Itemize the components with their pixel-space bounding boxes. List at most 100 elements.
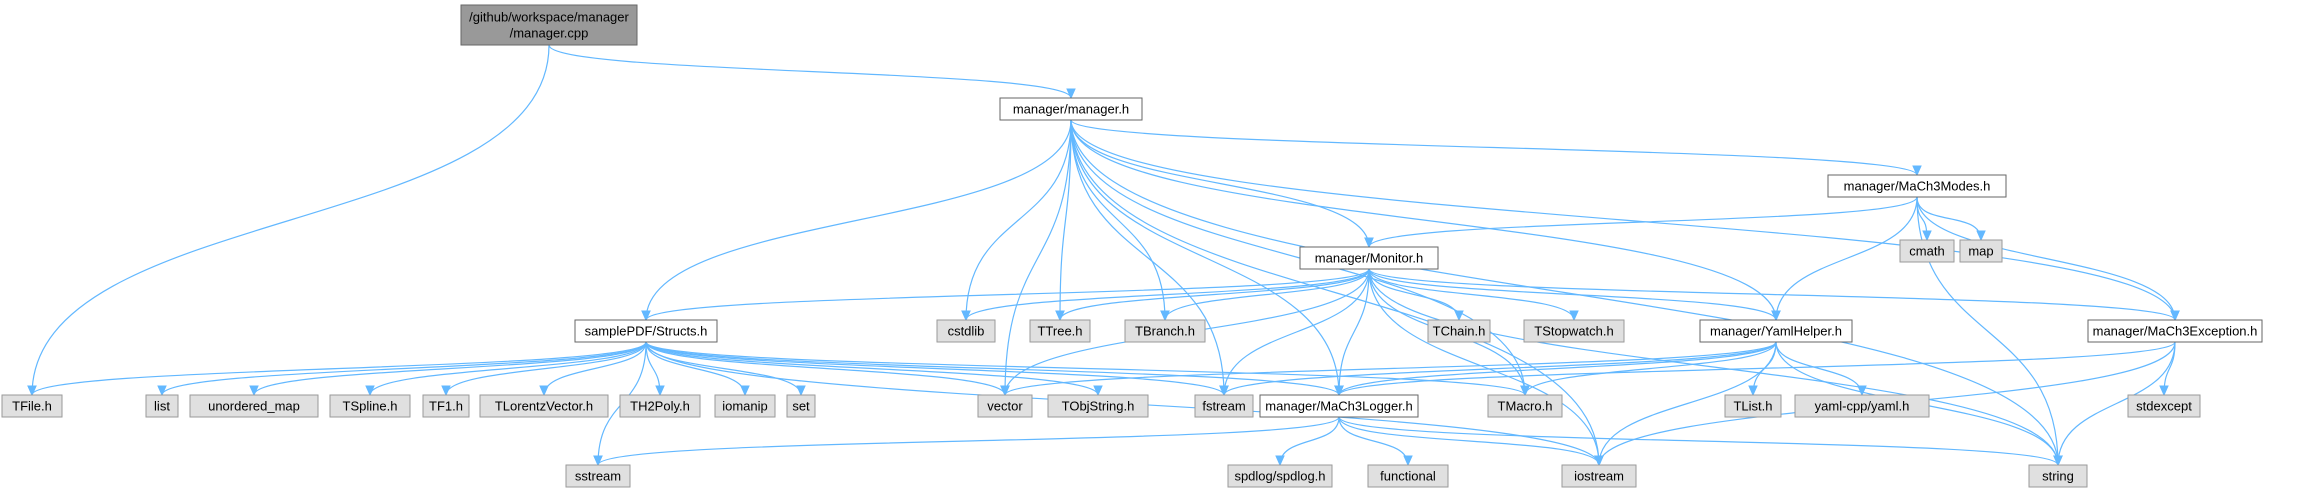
node-yaml-cpp-yaml-h[interactable]: yaml-cpp/yaml.h xyxy=(1794,394,1930,418)
node-label: map xyxy=(1968,244,1993,259)
node-label: manager/MaCh3Modes.h xyxy=(1844,179,1991,194)
node-label: TObjString.h xyxy=(1062,399,1135,414)
edge-modes_h-to-monitor_h xyxy=(1368,196,1918,248)
node-box[interactable] xyxy=(1724,394,1782,418)
node-iomanip[interactable]: iomanip xyxy=(714,394,776,418)
node-set[interactable]: set xyxy=(786,394,816,418)
node-box[interactable] xyxy=(565,464,631,488)
node-tfile-h[interactable]: TFile.h xyxy=(1,394,63,418)
node-unordered-map[interactable]: unordered_map xyxy=(189,394,319,418)
edge-structs_h-to-tspline xyxy=(369,341,647,396)
edge-monitor_h-to-exception_h xyxy=(1368,268,2176,321)
node-box[interactable] xyxy=(460,4,638,46)
node-th2poly-h[interactable]: TH2Poly.h xyxy=(619,394,701,418)
node-label: /manager.cpp xyxy=(510,26,589,41)
edge-manager_h-to-iostream xyxy=(1070,119,1600,466)
edge-logger_h-to-spdlog xyxy=(1279,416,1340,466)
node-manager-mach3exception-h[interactable]: manager/MaCh3Exception.h xyxy=(2087,319,2263,343)
node-tobjstring-h[interactable]: TObjString.h xyxy=(1047,394,1149,418)
node-box[interactable] xyxy=(1899,239,1955,263)
edge-monitor_h-to-string xyxy=(1368,268,2059,466)
edge-monitor_h-to-structs_h xyxy=(645,268,1370,321)
node-box[interactable] xyxy=(329,394,411,418)
node-tchain-h[interactable]: TChain.h xyxy=(1427,319,1491,343)
arrowhead-monitor_h-to-tchain xyxy=(1454,310,1464,322)
node-tlist-h[interactable]: TList.h xyxy=(1724,394,1782,418)
edge-logger_h-to-functional xyxy=(1338,416,1409,466)
node-box[interactable] xyxy=(1699,319,1853,343)
node-iostream[interactable]: iostream xyxy=(1561,464,1637,488)
node-box[interactable] xyxy=(1487,394,1563,418)
node-tmacro-h[interactable]: TMacro.h xyxy=(1487,394,1563,418)
node-ttree-h[interactable]: TTree.h xyxy=(1029,319,1091,343)
node-label: TList.h xyxy=(1733,399,1772,414)
node-box[interactable] xyxy=(619,394,701,418)
node-box[interactable] xyxy=(2087,319,2263,343)
node-box[interactable] xyxy=(1,394,63,418)
node-box[interactable] xyxy=(1427,319,1491,343)
node-box[interactable] xyxy=(786,394,816,418)
node-box[interactable] xyxy=(1827,174,2007,198)
node-tstopwatch-h[interactable]: TStopwatch.h xyxy=(1523,319,1625,343)
edge-manager_h-to-exception_h xyxy=(1070,119,2176,321)
node-label: cmath xyxy=(1909,244,1944,259)
node-label: functional xyxy=(1380,469,1436,484)
node-tspline-h[interactable]: TSpline.h xyxy=(329,394,411,418)
node-tf1-h[interactable]: TF1.h xyxy=(422,394,470,418)
node-box[interactable] xyxy=(574,319,718,343)
node-box[interactable] xyxy=(422,394,470,418)
edge-exception_h-to-logger_h xyxy=(1338,341,2176,396)
arrowhead-structs_h-to-set xyxy=(796,385,806,397)
node-label: TSpline.h xyxy=(343,399,398,414)
node-tlorentzvector-h[interactable]: TLorentzVector.h xyxy=(479,394,609,418)
node-stdexcept[interactable]: stdexcept xyxy=(2127,394,2201,418)
node-box[interactable] xyxy=(1047,394,1149,418)
node-box[interactable] xyxy=(999,97,1143,121)
node-box[interactable] xyxy=(714,394,776,418)
node-manager-yamlhelper-h[interactable]: manager/YamlHelper.h xyxy=(1699,319,1853,343)
node-box[interactable] xyxy=(2127,394,2201,418)
node-box[interactable] xyxy=(1299,246,1439,270)
arrowhead-modes_h-to-monitor_h xyxy=(1364,237,1374,249)
node-vector[interactable]: vector xyxy=(977,394,1033,418)
node-samplepdf-structs-h[interactable]: samplePDF/Structs.h xyxy=(574,319,718,343)
node-box[interactable] xyxy=(1959,239,2003,263)
node-box[interactable] xyxy=(1561,464,1637,488)
node-box[interactable] xyxy=(1124,319,1206,343)
node-spdlog-spdlog-h[interactable]: spdlog/spdlog.h xyxy=(1227,464,1333,488)
node-box[interactable] xyxy=(936,319,996,343)
arrowhead-logger_h-to-functional xyxy=(1403,455,1413,467)
node-box[interactable] xyxy=(145,394,179,418)
node-manager-mach3modes-h[interactable]: manager/MaCh3Modes.h xyxy=(1827,174,2007,198)
node-github-workspace-manager-manager-cpp[interactable]: /github/workspace/manager/manager.cpp xyxy=(460,4,638,46)
node-string[interactable]: string xyxy=(2028,464,2088,488)
node-manager-monitor-h[interactable]: manager/Monitor.h xyxy=(1299,246,1439,270)
node-box[interactable] xyxy=(1194,394,1254,418)
node-box[interactable] xyxy=(479,394,609,418)
edge-monitor_h-to-tbranch xyxy=(1164,268,1370,321)
node-box[interactable] xyxy=(977,394,1033,418)
node-box[interactable] xyxy=(1523,319,1625,343)
node-tbranch-h[interactable]: TBranch.h xyxy=(1124,319,1206,343)
node-box[interactable] xyxy=(1367,464,1449,488)
node-cmath[interactable]: cmath xyxy=(1899,239,1955,263)
node-list[interactable]: list xyxy=(145,394,179,418)
node-functional[interactable]: functional xyxy=(1367,464,1449,488)
arrowhead-monitor_h-to-cstdlib xyxy=(961,310,971,322)
node-box[interactable] xyxy=(2028,464,2088,488)
node-manager-mach3logger-h[interactable]: manager/MaCh3Logger.h xyxy=(1259,394,1419,418)
arrowhead-logger_h-to-iostream xyxy=(1594,455,1604,467)
node-sstream[interactable]: sstream xyxy=(565,464,631,488)
node-cstdlib[interactable]: cstdlib xyxy=(936,319,996,343)
node-box[interactable] xyxy=(1029,319,1091,343)
arrowhead-structs_h-to-tfile xyxy=(27,385,37,397)
node-box[interactable] xyxy=(1259,394,1419,418)
node-map[interactable]: map xyxy=(1959,239,2003,263)
node-box[interactable] xyxy=(1794,394,1930,418)
node-fstream[interactable]: fstream xyxy=(1194,394,1254,418)
edge-yaml_helper_h-to-vector xyxy=(1004,341,1777,396)
node-manager-manager-h[interactable]: manager/manager.h xyxy=(999,97,1143,121)
node-box[interactable] xyxy=(1227,464,1333,488)
node-box[interactable] xyxy=(189,394,319,418)
edge-structs_h-to-tf1 xyxy=(445,341,647,396)
